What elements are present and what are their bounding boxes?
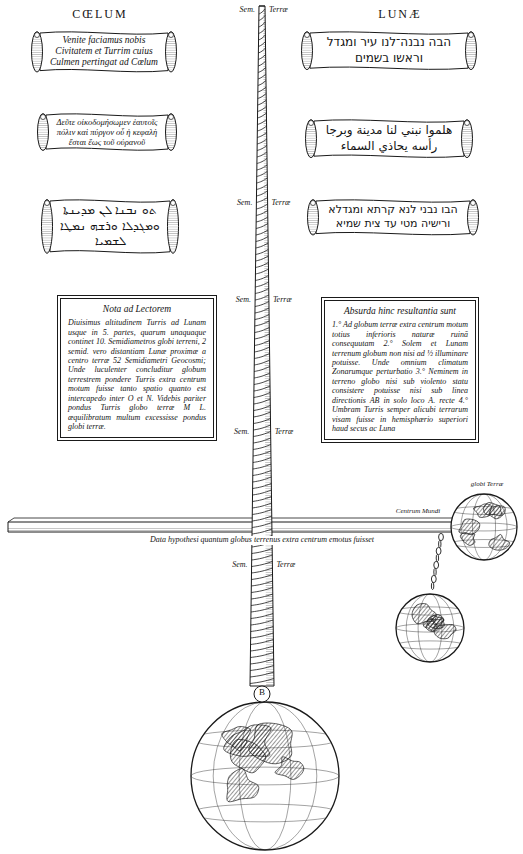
banner-inscription: Δεῦτε οἰκοδομήσωμεν ἑαυτοῖς πόλιν καὶ πύ…: [53, 117, 161, 147]
scale-mark: Terræ: [272, 199, 291, 208]
banner-scroll: ܬܘ ܢܒܢܐ ܠܢ ܡܕܝܢܬܐ ܘܡܓܕܠܐ ܘܪܫܗ ܢܡܛܐ ܠܫܡܝܐ: [40, 198, 180, 255]
scale-mark: Sem.: [232, 561, 247, 570]
banner-inscription: הבה נבנה־לנו עיר ומגדל וראשו בשמים: [317, 35, 461, 66]
earth-globe: [191, 702, 354, 850]
tower-foot: [254, 686, 270, 702]
note-heading: Absurda hinc resultantia sunt: [332, 306, 468, 317]
banner-scroll: הבה נבנה־לנו עיר ומגדל וראשו בשמים: [300, 30, 478, 71]
scale-mark: Sem.: [236, 296, 251, 305]
banner-scroll: هلموا نبني لنا مدينة وبرجا رأسه يحاذي ال…: [304, 118, 474, 159]
region-title: CŒLUM: [72, 8, 127, 21]
banner-inscription: הבו נבני לנא קרתא ומגדלא ורישיה מטי עד צ…: [323, 203, 463, 232]
scale-mark: Terræ: [276, 561, 295, 570]
scale-mark: Sem.: [240, 6, 255, 15]
banner-scroll: הבו נבני לנא קרתא ומגדלא ורישיה מטי עד צ…: [306, 198, 480, 237]
caption-text: globi Terræ: [471, 481, 504, 489]
scale-mark: Terræ: [273, 296, 292, 305]
beam: [8, 518, 456, 532]
tower-of-babel: [250, 6, 274, 686]
note-body: Diuisimus altitudinem Turris ad Lunam us…: [68, 318, 206, 431]
caption-text: Centrum Mundi: [396, 508, 441, 516]
point-letter: B: [259, 688, 265, 698]
note-panel: Absurda hinc resultantia sunt 1.° Ad glob…: [324, 300, 476, 440]
note-heading: Nota ad Lectorem: [68, 304, 206, 315]
hanging-globe: [396, 594, 471, 662]
displaced-globe: [451, 494, 523, 560]
note-panel: Nota ad LectoremDiuisimus altitudinem Tu…: [60, 298, 214, 438]
region-title: LUNÆ: [378, 8, 421, 21]
banner-inscription: Venite faciamus nobis Civitatem et Turri…: [47, 35, 161, 69]
banner-scroll: Venite faciamus nobis Civitatem et Turri…: [30, 30, 178, 74]
scale-mark: Terræ: [269, 6, 288, 15]
caption-text: Data hypothesi quantum globus terrenus e…: [147, 536, 377, 545]
scale-mark: Sem.: [237, 199, 252, 208]
scale-mark: Sem.: [234, 428, 249, 437]
banner-inscription: هلموا نبني لنا مدينة وبرجا رأسه يحاذي ال…: [321, 123, 457, 154]
note-body: 1.° Ad globum terræ extra centrum motum …: [332, 320, 468, 433]
scale-mark: Terræ: [275, 428, 294, 437]
chain: [431, 533, 443, 589]
banner-scroll: Δεῦτε οἰκοδομήσωμεν ἑαυτοῖς πόλιν καὶ πύ…: [36, 112, 178, 152]
banner-inscription: ܬܘ ܢܒܢܐ ܠܢ ܡܕܝܢܬܐ ܘܡܓܕܠܐ ܘܪܫܗ ܢܡܛܐ ܠܫܡܝܐ: [57, 203, 163, 250]
